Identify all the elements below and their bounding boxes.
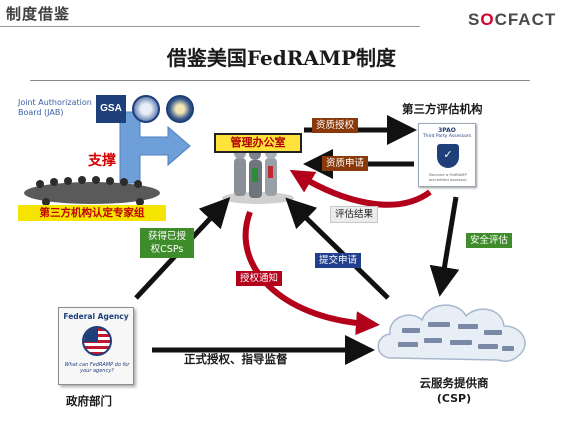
- header-divider: [0, 26, 420, 27]
- third-party-card-footer: Become a FedRAMP accredited assessor.: [428, 172, 468, 182]
- dod-seal-icon: [166, 95, 194, 123]
- shield-check-icon: [437, 144, 459, 168]
- third-party-label: 第三方评估机构: [402, 102, 483, 116]
- csp-sublabel: (CSP): [436, 392, 472, 405]
- obtain-csps-line2: 权CSPs: [150, 244, 184, 255]
- obtain-csps-label: 获得已授 权CSPs: [140, 228, 194, 258]
- dhs-seal-icon: [132, 95, 160, 123]
- support-label: 支撑: [88, 153, 116, 169]
- title-divider: [30, 80, 530, 81]
- slide-title: 借鉴美国FedRAMP制度: [166, 46, 397, 70]
- qualification-apply-label: 资质申请: [322, 156, 369, 171]
- meeting-table: [24, 182, 160, 204]
- formal-authorization-label: 正式授权、指导监督: [184, 352, 288, 366]
- third-party-card: 3PAO Third Party Assessors Become a FedR…: [418, 123, 476, 187]
- office-people-illustration: [222, 147, 294, 204]
- federal-agency-title: Federal Agency: [63, 312, 129, 321]
- management-office-box: 管理办公室: [214, 133, 302, 153]
- qualification-grant-label: 资质授权: [312, 118, 359, 133]
- authorization-notice-label: 授权通知: [236, 271, 283, 286]
- meeting-people: [36, 176, 144, 206]
- jab-label: Joint Authorization Board (JAB): [18, 98, 92, 117]
- us-flag-icon: [82, 326, 112, 356]
- cloud-icon: [377, 304, 526, 362]
- section-title: 制度借鉴: [6, 5, 71, 23]
- federal-agency-card: Federal Agency What can FedRAMP do for y…: [58, 307, 134, 385]
- gsa-logo: GSA: [96, 95, 126, 123]
- logo-prefix: S: [468, 10, 481, 29]
- logo-mark: O: [480, 10, 495, 29]
- logo-suffix: CFACT: [494, 10, 557, 29]
- federal-agency-footer: What can FedRAMP do for your agency?: [64, 362, 130, 374]
- security-assessment-label: 安全评估: [466, 233, 513, 248]
- obtain-csps-line1: 获得已授: [147, 231, 186, 242]
- csp-label: 云服务提供商: [419, 376, 489, 390]
- third-party-card-subtitle: Third Party Assessors: [422, 134, 472, 139]
- assessment-result-label: 评估结果: [330, 206, 379, 223]
- third-party-card-title: 3PAO: [438, 127, 456, 134]
- experts-group-label: 第三方机构认定专家组: [18, 205, 166, 221]
- gov-department-label: 政府部门: [66, 394, 112, 408]
- submit-application-label: 提交申请: [315, 253, 362, 268]
- logo: SOCFACT: [468, 10, 556, 30]
